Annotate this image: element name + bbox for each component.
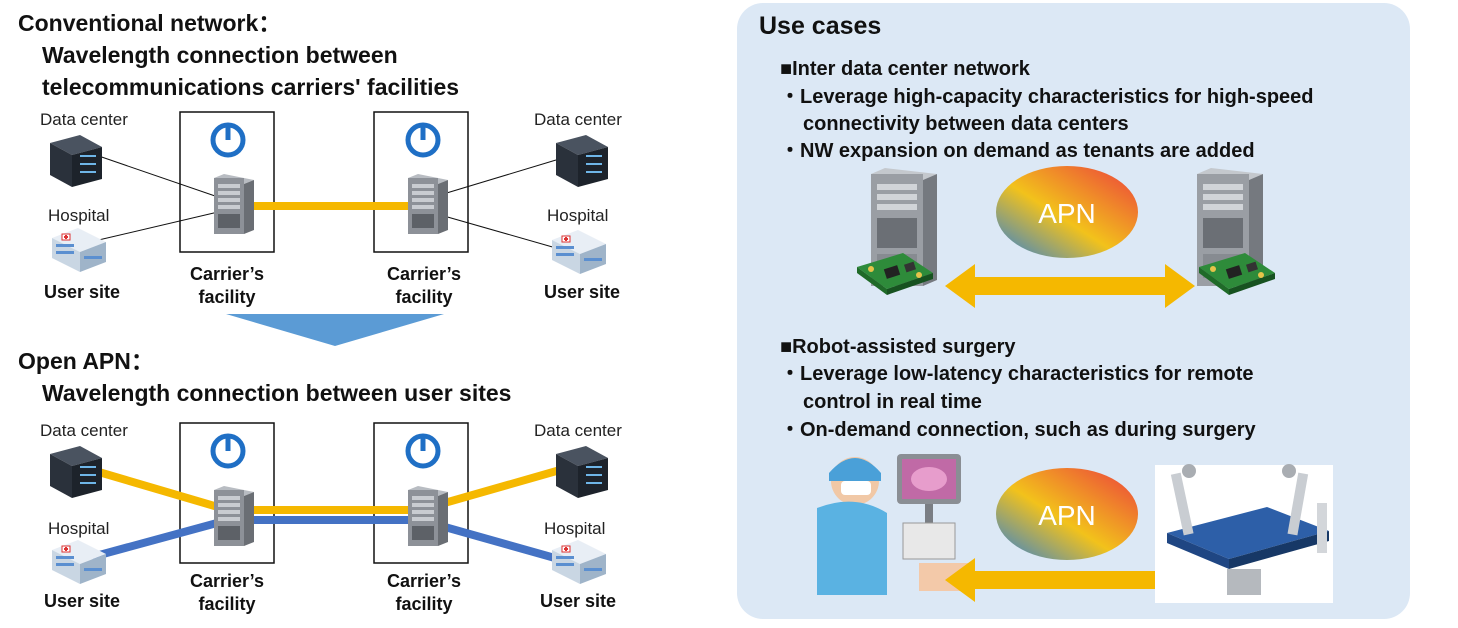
surgeon-icon bbox=[817, 454, 975, 595]
hospital-label: Hospital bbox=[48, 519, 110, 538]
use-case-bullet: ・On-demand connection, such as during su… bbox=[780, 419, 1256, 441]
use-case-heading: ■Inter data center network bbox=[780, 58, 1030, 80]
hospital-icon bbox=[551, 229, 607, 275]
use-case-illustrations: APN APN bbox=[817, 166, 1333, 603]
apn-label: APN bbox=[1038, 198, 1096, 229]
use-case-bullet: ・Leverage high-capacity characteristics … bbox=[780, 86, 1314, 108]
use-case-bullet: ・NW expansion on demand as tenants are a… bbox=[780, 140, 1255, 162]
user-site-label: User site bbox=[44, 282, 121, 302]
conventional-title: Conventional network： bbox=[18, 10, 282, 36]
apn-bubble bbox=[996, 468, 1138, 560]
use-cases-title: Use cases bbox=[759, 12, 882, 40]
hospital-icon bbox=[551, 539, 607, 585]
carrier-server-icon bbox=[408, 486, 448, 546]
open-apn-title: Open APN： bbox=[18, 348, 154, 374]
yellow-wavelength-path bbox=[90, 466, 562, 514]
carrier-logo-icon bbox=[213, 125, 243, 155]
blue-wavelength-path bbox=[90, 516, 564, 564]
conventional-subtitle: telecommunications carriers' facilities bbox=[42, 74, 460, 100]
carrier-server-icon bbox=[214, 174, 254, 234]
carrier-server-icon bbox=[408, 174, 448, 234]
network-diagrams bbox=[50, 111, 608, 585]
hospital-icon bbox=[51, 539, 107, 585]
carrier-box-right-top bbox=[373, 111, 469, 253]
apn-bubble bbox=[996, 166, 1138, 258]
hospital-label: Hospital bbox=[544, 519, 606, 538]
use-case-heading: ■Robot-assisted surgery bbox=[780, 336, 1016, 358]
apn-label: APN bbox=[1038, 500, 1096, 531]
use-case-bullet: ・Leverage low-latency characteristics fo… bbox=[780, 363, 1254, 385]
hospital-label: Hospital bbox=[48, 206, 110, 225]
data-center-icon bbox=[556, 135, 608, 187]
carrier-logo-icon bbox=[408, 125, 438, 155]
data-center-icon bbox=[556, 446, 608, 498]
conventional-subtitle: Wavelength connection between bbox=[42, 42, 398, 68]
data-center-label: Data center bbox=[534, 110, 622, 129]
data-center-label: Data center bbox=[40, 110, 128, 129]
hospital-icon bbox=[51, 227, 107, 273]
use-case-bullet: connectivity between data centers bbox=[803, 113, 1129, 135]
carrier-server-icon bbox=[214, 486, 254, 546]
user-site-label: User site bbox=[544, 282, 621, 302]
surgical-robot-icon bbox=[1155, 464, 1333, 603]
use-case-bullet: control in real time bbox=[803, 391, 982, 413]
data-center-label: Data center bbox=[40, 421, 128, 440]
hospital-label: Hospital bbox=[547, 206, 609, 225]
carrier-box-left-top bbox=[179, 111, 275, 253]
data-center-label: Data center bbox=[534, 421, 622, 440]
carrier-logo-icon bbox=[408, 436, 438, 466]
carrier-logo-icon bbox=[213, 436, 243, 466]
open-apn-subtitle: Wavelength connection between user sites bbox=[42, 380, 512, 406]
data-center-icon bbox=[50, 446, 102, 498]
user-site-label: User site bbox=[540, 591, 617, 611]
data-center-icon bbox=[50, 135, 102, 187]
bidirectional-arrow-icon bbox=[945, 264, 1195, 308]
transition-arrow-icon bbox=[226, 314, 444, 346]
user-site-label: User site bbox=[44, 591, 121, 611]
